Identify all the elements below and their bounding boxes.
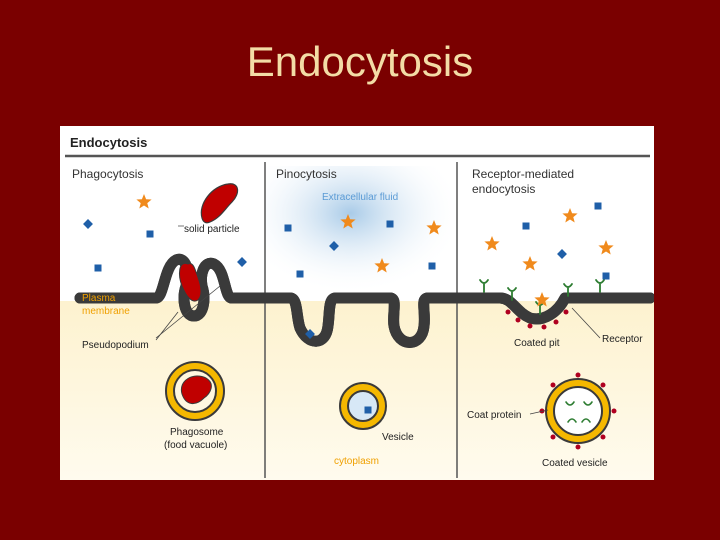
label-coat-protein: Coat protein <box>467 410 521 421</box>
label-extracellular-fluid: Extracellular fluid <box>322 192 398 203</box>
section-title-receptor-line1: Receptor-mediated <box>472 167 574 181</box>
vesicle <box>339 382 387 430</box>
square-molecule <box>594 202 602 210</box>
star-molecule <box>522 256 538 271</box>
label-receptor: Receptor <box>602 334 643 345</box>
square-molecule <box>557 249 567 259</box>
coated-vesicle <box>539 372 617 450</box>
phagosome <box>165 361 225 421</box>
square-molecule <box>329 241 339 251</box>
label-phagosome-line2: (food vacuole) <box>164 440 227 451</box>
section-title-phagocytosis: Phagocytosis <box>72 167 143 181</box>
leader-coat-protein <box>529 409 549 415</box>
square-molecule <box>364 406 372 414</box>
square-molecule <box>428 262 436 270</box>
square-molecule <box>296 270 304 278</box>
star-molecule <box>534 292 550 307</box>
square-molecule <box>602 272 610 280</box>
square-molecule <box>237 257 247 267</box>
label-solid-particle: solid particle <box>184 224 240 235</box>
star-molecule <box>374 258 390 273</box>
star-molecule <box>484 236 500 251</box>
label-coated-vesicle: Coated vesicle <box>542 458 608 469</box>
engulfed-particle <box>179 262 202 302</box>
star-molecule <box>340 214 356 229</box>
star-molecule <box>136 194 152 209</box>
square-molecule <box>146 230 154 238</box>
molecules-layer <box>83 194 614 414</box>
label-plasma-membrane-line2: membrane <box>82 306 130 317</box>
label-vesicle: Vesicle <box>382 432 414 443</box>
label-cytoplasm: cytoplasm <box>334 456 379 467</box>
star-molecule <box>598 240 614 255</box>
square-molecule <box>284 224 292 232</box>
square-molecule <box>522 222 530 230</box>
section-title-pinocytosis: Pinocytosis <box>276 167 337 181</box>
solid-particle <box>200 183 239 224</box>
square-molecule <box>386 220 394 228</box>
label-pseudopodium: Pseudopodium <box>82 340 149 351</box>
label-phagosome-line1: Phagosome <box>170 427 224 438</box>
square-molecule <box>94 264 102 272</box>
diagram-header: Endocytosis <box>70 135 147 150</box>
section-title-receptor-line2: endocytosis <box>472 182 535 196</box>
plasma-membrane <box>74 259 654 342</box>
label-plasma-membrane-line1: Plasma <box>82 293 116 304</box>
leader-receptor <box>571 307 601 339</box>
star-molecule <box>426 220 442 235</box>
coated-pit-proteins <box>505 309 569 330</box>
star-molecule <box>562 208 578 223</box>
extracellular-region <box>265 166 455 301</box>
slide-title: Endocytosis <box>246 38 474 85</box>
leader-pseudopodium-a <box>155 285 221 339</box>
square-molecule <box>83 219 93 229</box>
leader-pseudopodium-b <box>155 311 179 341</box>
label-coated-pit: Coated pit <box>514 338 560 349</box>
endocytosis-diagram: Endocytosis Phagocytosis Pinocytosis Rec… <box>60 126 654 480</box>
diagram-canvas: Endocytosis Phagocytosis Pinocytosis Rec… <box>60 126 654 480</box>
